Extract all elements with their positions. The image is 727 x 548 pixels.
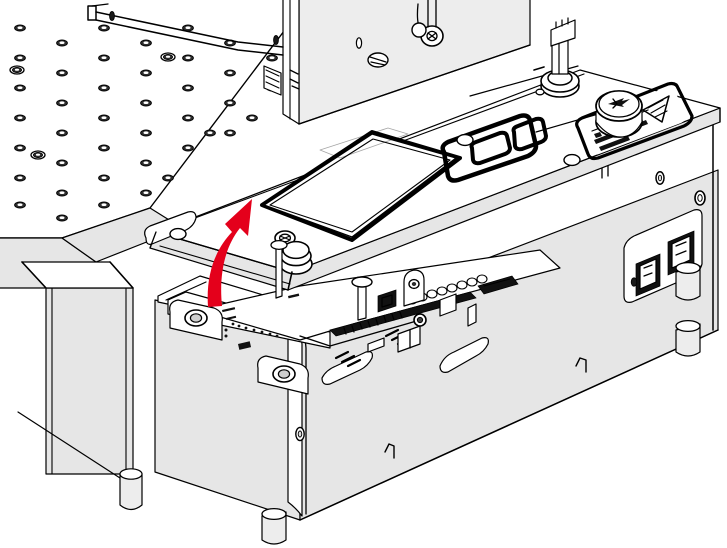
key-switch[interactable]: [533, 17, 580, 98]
cover-button[interactable]: [279, 240, 313, 275]
front-io-ports: [299, 293, 489, 373]
lift-cover-arrow: [207, 199, 252, 307]
rear-adjust-screw[interactable]: [411, 0, 444, 47]
foreground-edges: [149, 107, 721, 291]
rear-panel: [87, 0, 531, 125]
emergency-knob[interactable]: [595, 90, 670, 138]
rear-knob[interactable]: [367, 52, 389, 68]
display-window[interactable]: [260, 130, 462, 242]
breadboard-leg: [17, 261, 143, 511]
cover-screws: [169, 133, 581, 246]
power-inlets: [623, 209, 703, 303]
feet: [261, 319, 701, 545]
keypad-cutout[interactable]: [440, 113, 548, 183]
